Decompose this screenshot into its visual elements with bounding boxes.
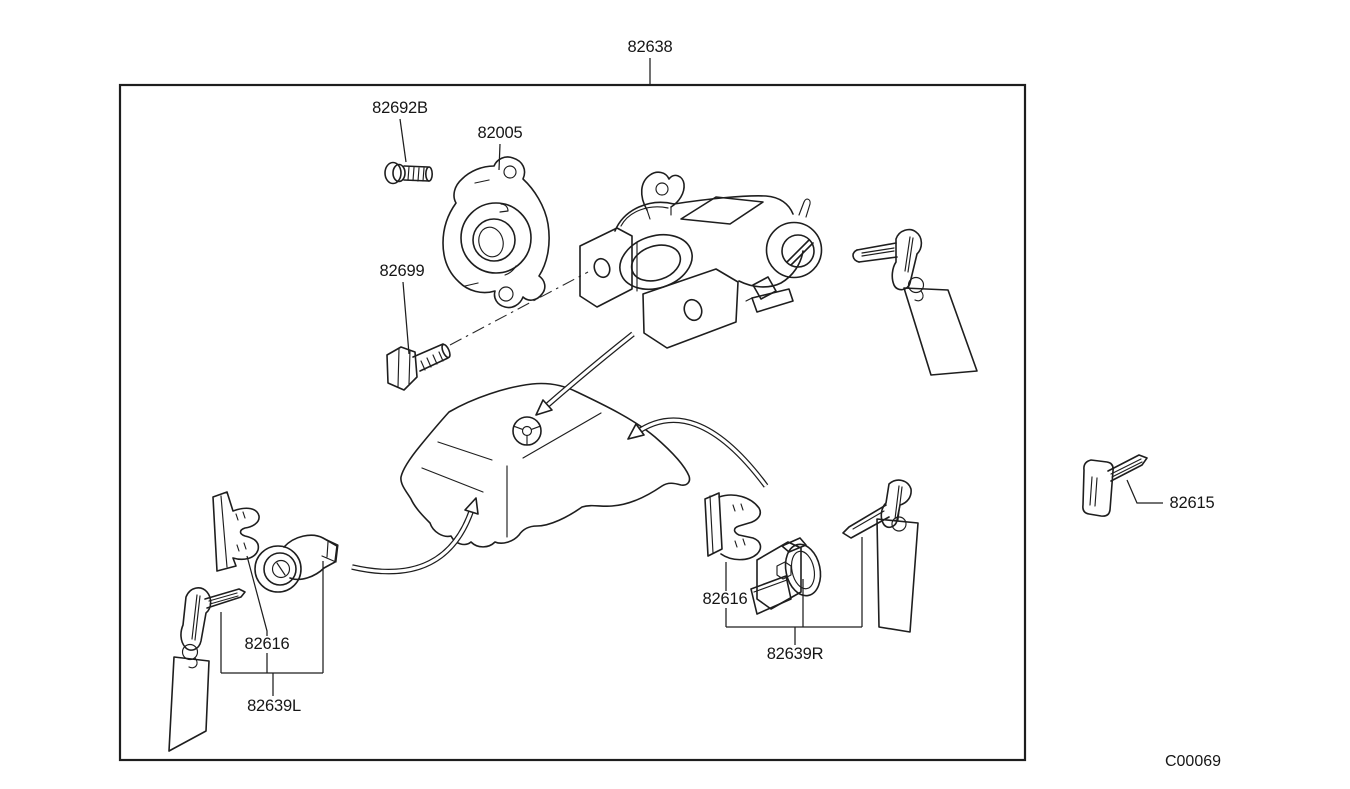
callout-screw: 82692B — [370, 99, 430, 118]
callout-lock-set-left: 82639L — [245, 697, 303, 716]
install-arrows — [351, 331, 769, 575]
callout-lock-set-right: 82639R — [764, 645, 826, 664]
tag-right-drawing — [876, 518, 919, 633]
callout-lock-cylinder-left: 82616 — [242, 635, 292, 654]
steering-lock-assembly-drawing — [579, 171, 823, 349]
figure-code: C00069 — [1164, 753, 1222, 771]
key-left-drawing — [180, 587, 246, 669]
clip-left-drawing — [212, 491, 260, 572]
key-blank-drawing — [1082, 454, 1148, 517]
lock-cylinder-right-drawing — [750, 537, 822, 615]
leader-lines — [220, 58, 1163, 696]
callout-cover: 82005 — [475, 124, 525, 143]
diagram-frame — [118, 83, 1027, 762]
lock-cylinder-left-drawing — [254, 534, 339, 593]
bolt-drawing — [386, 343, 451, 391]
clip-right-drawing — [704, 492, 762, 561]
tag-left-drawing — [168, 656, 210, 752]
callout-bolt: 82699 — [377, 262, 427, 281]
callout-assembly: 82638 — [625, 38, 675, 57]
key-right-drawing — [842, 479, 912, 539]
callout-lock-cylinder-right: 82616 — [700, 590, 750, 609]
key-with-tag-top-drawing — [852, 228, 978, 376]
cover-drawing — [442, 156, 550, 309]
screw-drawing — [384, 161, 433, 185]
column-cover-drawing — [400, 382, 691, 548]
centerline — [449, 271, 589, 346]
callout-key-blank: 82615 — [1167, 494, 1217, 513]
